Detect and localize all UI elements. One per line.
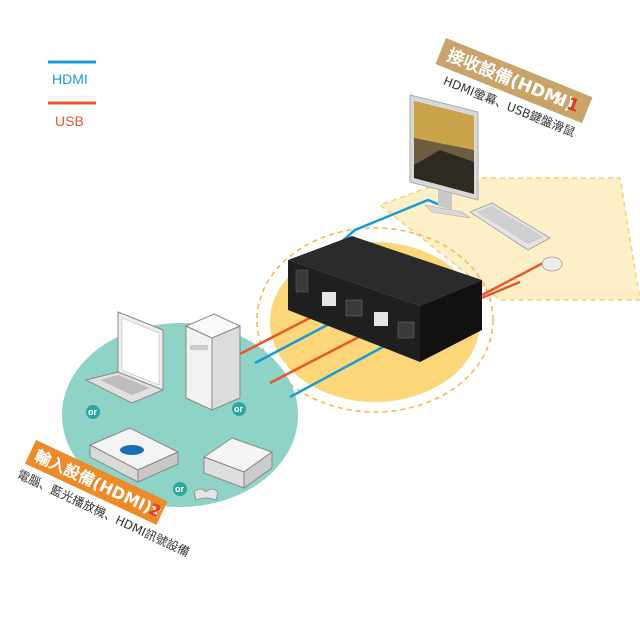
input-tag-bg xyxy=(25,440,168,525)
bluray-logo xyxy=(120,445,144,455)
or-badge-1: or xyxy=(88,407,97,417)
laptop xyxy=(84,311,165,404)
legend: HDMI USB xyxy=(48,60,96,129)
switch-hdmi-in-port-2 xyxy=(397,321,415,339)
bluray-side xyxy=(137,451,179,483)
bluray-player xyxy=(88,427,180,483)
tower-top xyxy=(184,313,242,339)
or-badges: or or or xyxy=(86,402,246,496)
switch-usb-port-1 xyxy=(322,292,336,306)
laptop-keyboard xyxy=(100,375,150,395)
or-badge-2: or xyxy=(234,404,243,414)
gamepad-icon xyxy=(193,488,219,501)
mouse xyxy=(541,256,563,272)
receive-tag-bg xyxy=(435,38,593,124)
or-badge-2-circle xyxy=(232,402,246,416)
keyboard-keys xyxy=(476,206,544,244)
or-badge-3-circle xyxy=(173,482,187,496)
switch-zone-dashed xyxy=(256,227,494,413)
legend-usb-label: USB xyxy=(55,113,84,129)
monitor xyxy=(409,94,479,219)
kvm-switch xyxy=(288,236,482,362)
desktop-tower xyxy=(184,313,242,411)
monitor-stand xyxy=(438,190,452,210)
laptop-display xyxy=(121,317,160,386)
usb-cable-keyboard xyxy=(481,260,546,297)
switch-usb-port-2 xyxy=(374,312,388,326)
or-badge-3: or xyxy=(175,484,184,494)
game-console xyxy=(202,437,274,489)
switch-side xyxy=(420,280,482,362)
keyboard xyxy=(469,202,551,251)
tower-side xyxy=(211,325,241,411)
console-side xyxy=(243,451,273,489)
tower-front xyxy=(185,325,213,411)
monitor-screen-sky xyxy=(414,101,474,150)
monitor-base xyxy=(424,204,471,219)
tower-drive xyxy=(190,345,208,350)
legend-hdmi-label: HDMI xyxy=(52,71,88,87)
monitor-screen-hill xyxy=(414,150,474,194)
switch-hdmi-out-port xyxy=(295,269,309,293)
or-badge-1-circle xyxy=(86,405,100,419)
switch-top xyxy=(288,236,482,306)
switch-hdmi-in-port-1 xyxy=(345,299,363,317)
